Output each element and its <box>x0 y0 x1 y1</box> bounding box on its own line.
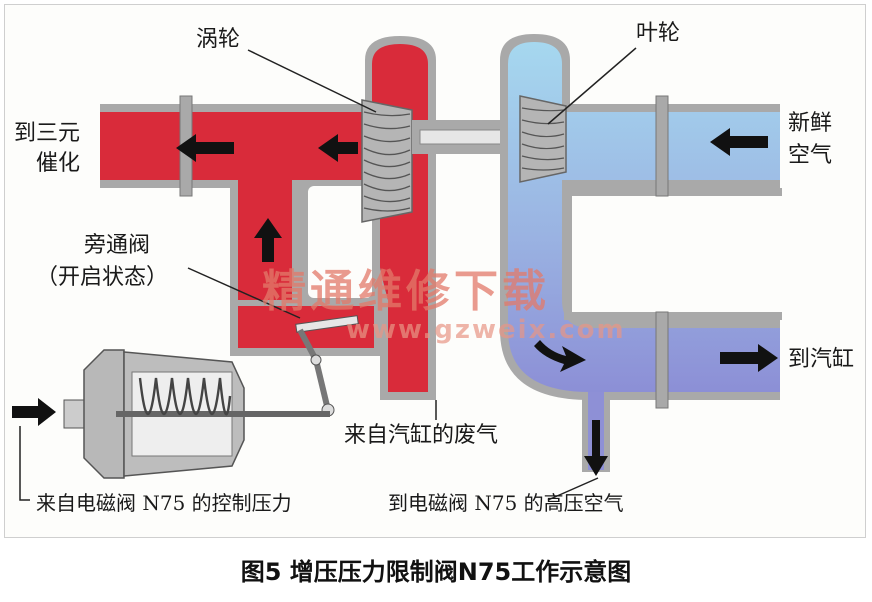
watermark-cn: 精通维修下载 <box>262 266 550 317</box>
flow-arrow-icon <box>12 128 778 476</box>
watermark-url: www.gzweix.com <box>346 315 626 345</box>
label-to-catalyst-1: 到三元 <box>14 121 80 146</box>
label-impeller: 叶轮 <box>636 21 680 46</box>
leader-lines <box>19 47 637 501</box>
figure-caption: 图5 增压压力限制阀N75工作示意图 <box>240 558 632 586</box>
spring-icon <box>138 377 232 416</box>
label-bypass-state: （开启状态） <box>36 265 168 290</box>
label-to-cylinder: 到汽缸 <box>788 347 854 372</box>
watermark: 精通维修下载 www.gzweix.com <box>262 266 626 345</box>
label-high-pressure-air: 到电磁阀 N75 的高压空气 <box>388 491 624 515</box>
label-bypass-valve: 旁通阀 <box>84 233 150 258</box>
label-fresh-air-2: 空气 <box>788 143 832 168</box>
label-exhaust-from-cylinder: 来自汽缸的废气 <box>344 423 498 448</box>
bypass-valve <box>295 315 359 417</box>
turbine-wheel-icon <box>361 99 413 223</box>
label-fresh-air-1: 新鲜 <box>788 111 832 136</box>
label-control-pressure: 来自电磁阀 N75 的控制压力 <box>36 491 292 515</box>
compressor-housing <box>500 34 782 472</box>
label-to-catalyst-2: 催化 <box>36 151 80 176</box>
label-turbine: 涡轮 <box>196 27 240 52</box>
impeller-wheel-icon <box>519 95 567 183</box>
turbo-shaft <box>412 120 516 154</box>
